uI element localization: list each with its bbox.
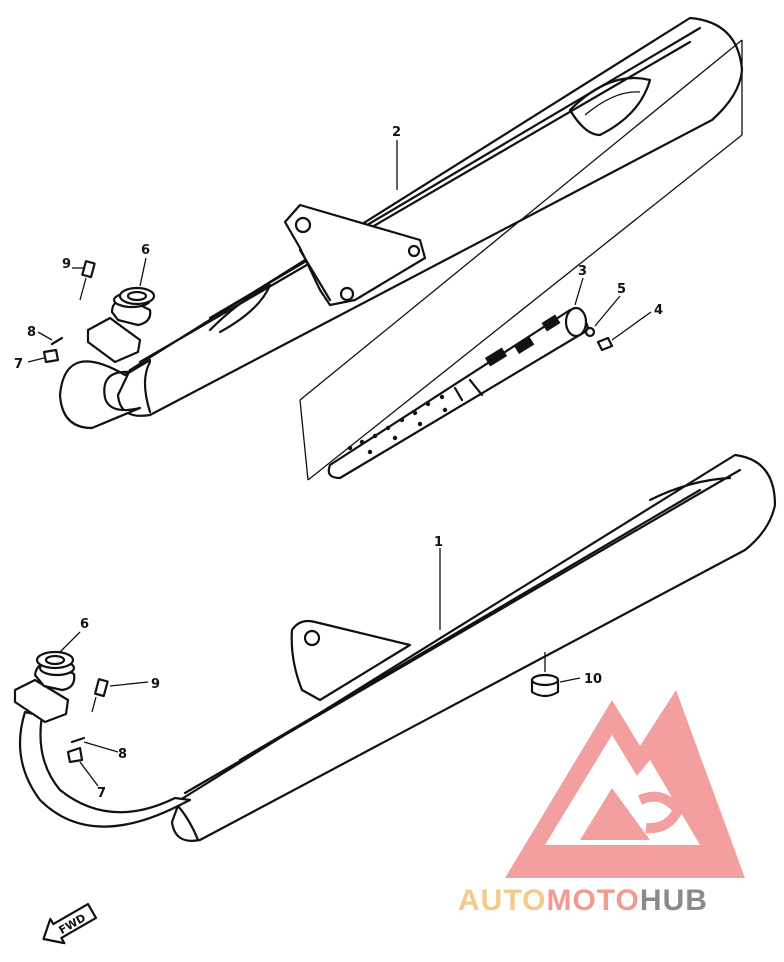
- gasket-upper: [118, 286, 156, 306]
- watermark-hub: HUB: [640, 884, 708, 917]
- gasket-lower: [35, 650, 75, 670]
- callout-7-upper: 7: [14, 357, 23, 372]
- baffle-bolt: [596, 336, 614, 352]
- svg-text:AUTOMOTOHUB: AUTOMOTOHUB: [458, 884, 708, 917]
- baffle-spring-sections: [484, 314, 561, 367]
- muffler-lower: [13, 453, 777, 842]
- callout-1: 1: [434, 535, 443, 550]
- callout-6-upper: 6: [141, 243, 150, 258]
- muffler-upper: [58, 16, 744, 430]
- callout-2: 2: [392, 125, 401, 140]
- leader-lines: [27, 140, 652, 787]
- watermark-moto: MOTO: [546, 884, 639, 917]
- callout-3: 3: [578, 264, 587, 279]
- callout-9-lower: 9: [151, 677, 160, 692]
- stud-lower: [91, 678, 109, 713]
- watermark-text: AUTOMOTOHUB: [458, 884, 708, 917]
- watermark-auto: AUTO: [458, 884, 546, 917]
- washer-nut-lower: [66, 736, 86, 764]
- callout-10: 10: [584, 672, 602, 687]
- fwd-arrow: FWD: [42, 902, 98, 945]
- washer-nut-upper: [42, 336, 64, 364]
- callout-7-lower: 7: [97, 786, 106, 801]
- baffle-tube: [299, 39, 743, 481]
- callout-4: 4: [654, 303, 663, 318]
- stud-upper: [79, 260, 96, 301]
- callout-8-upper: 8: [27, 325, 36, 340]
- watermark-logo: [505, 690, 745, 878]
- callout-6-lower: 6: [80, 617, 89, 632]
- callout-9-upper: 9: [62, 257, 71, 272]
- callout-5: 5: [617, 282, 626, 297]
- grommet: [530, 673, 560, 698]
- baffle-perforations: [347, 394, 448, 455]
- callout-8-lower: 8: [118, 747, 127, 762]
- baffle-washer: [584, 326, 596, 338]
